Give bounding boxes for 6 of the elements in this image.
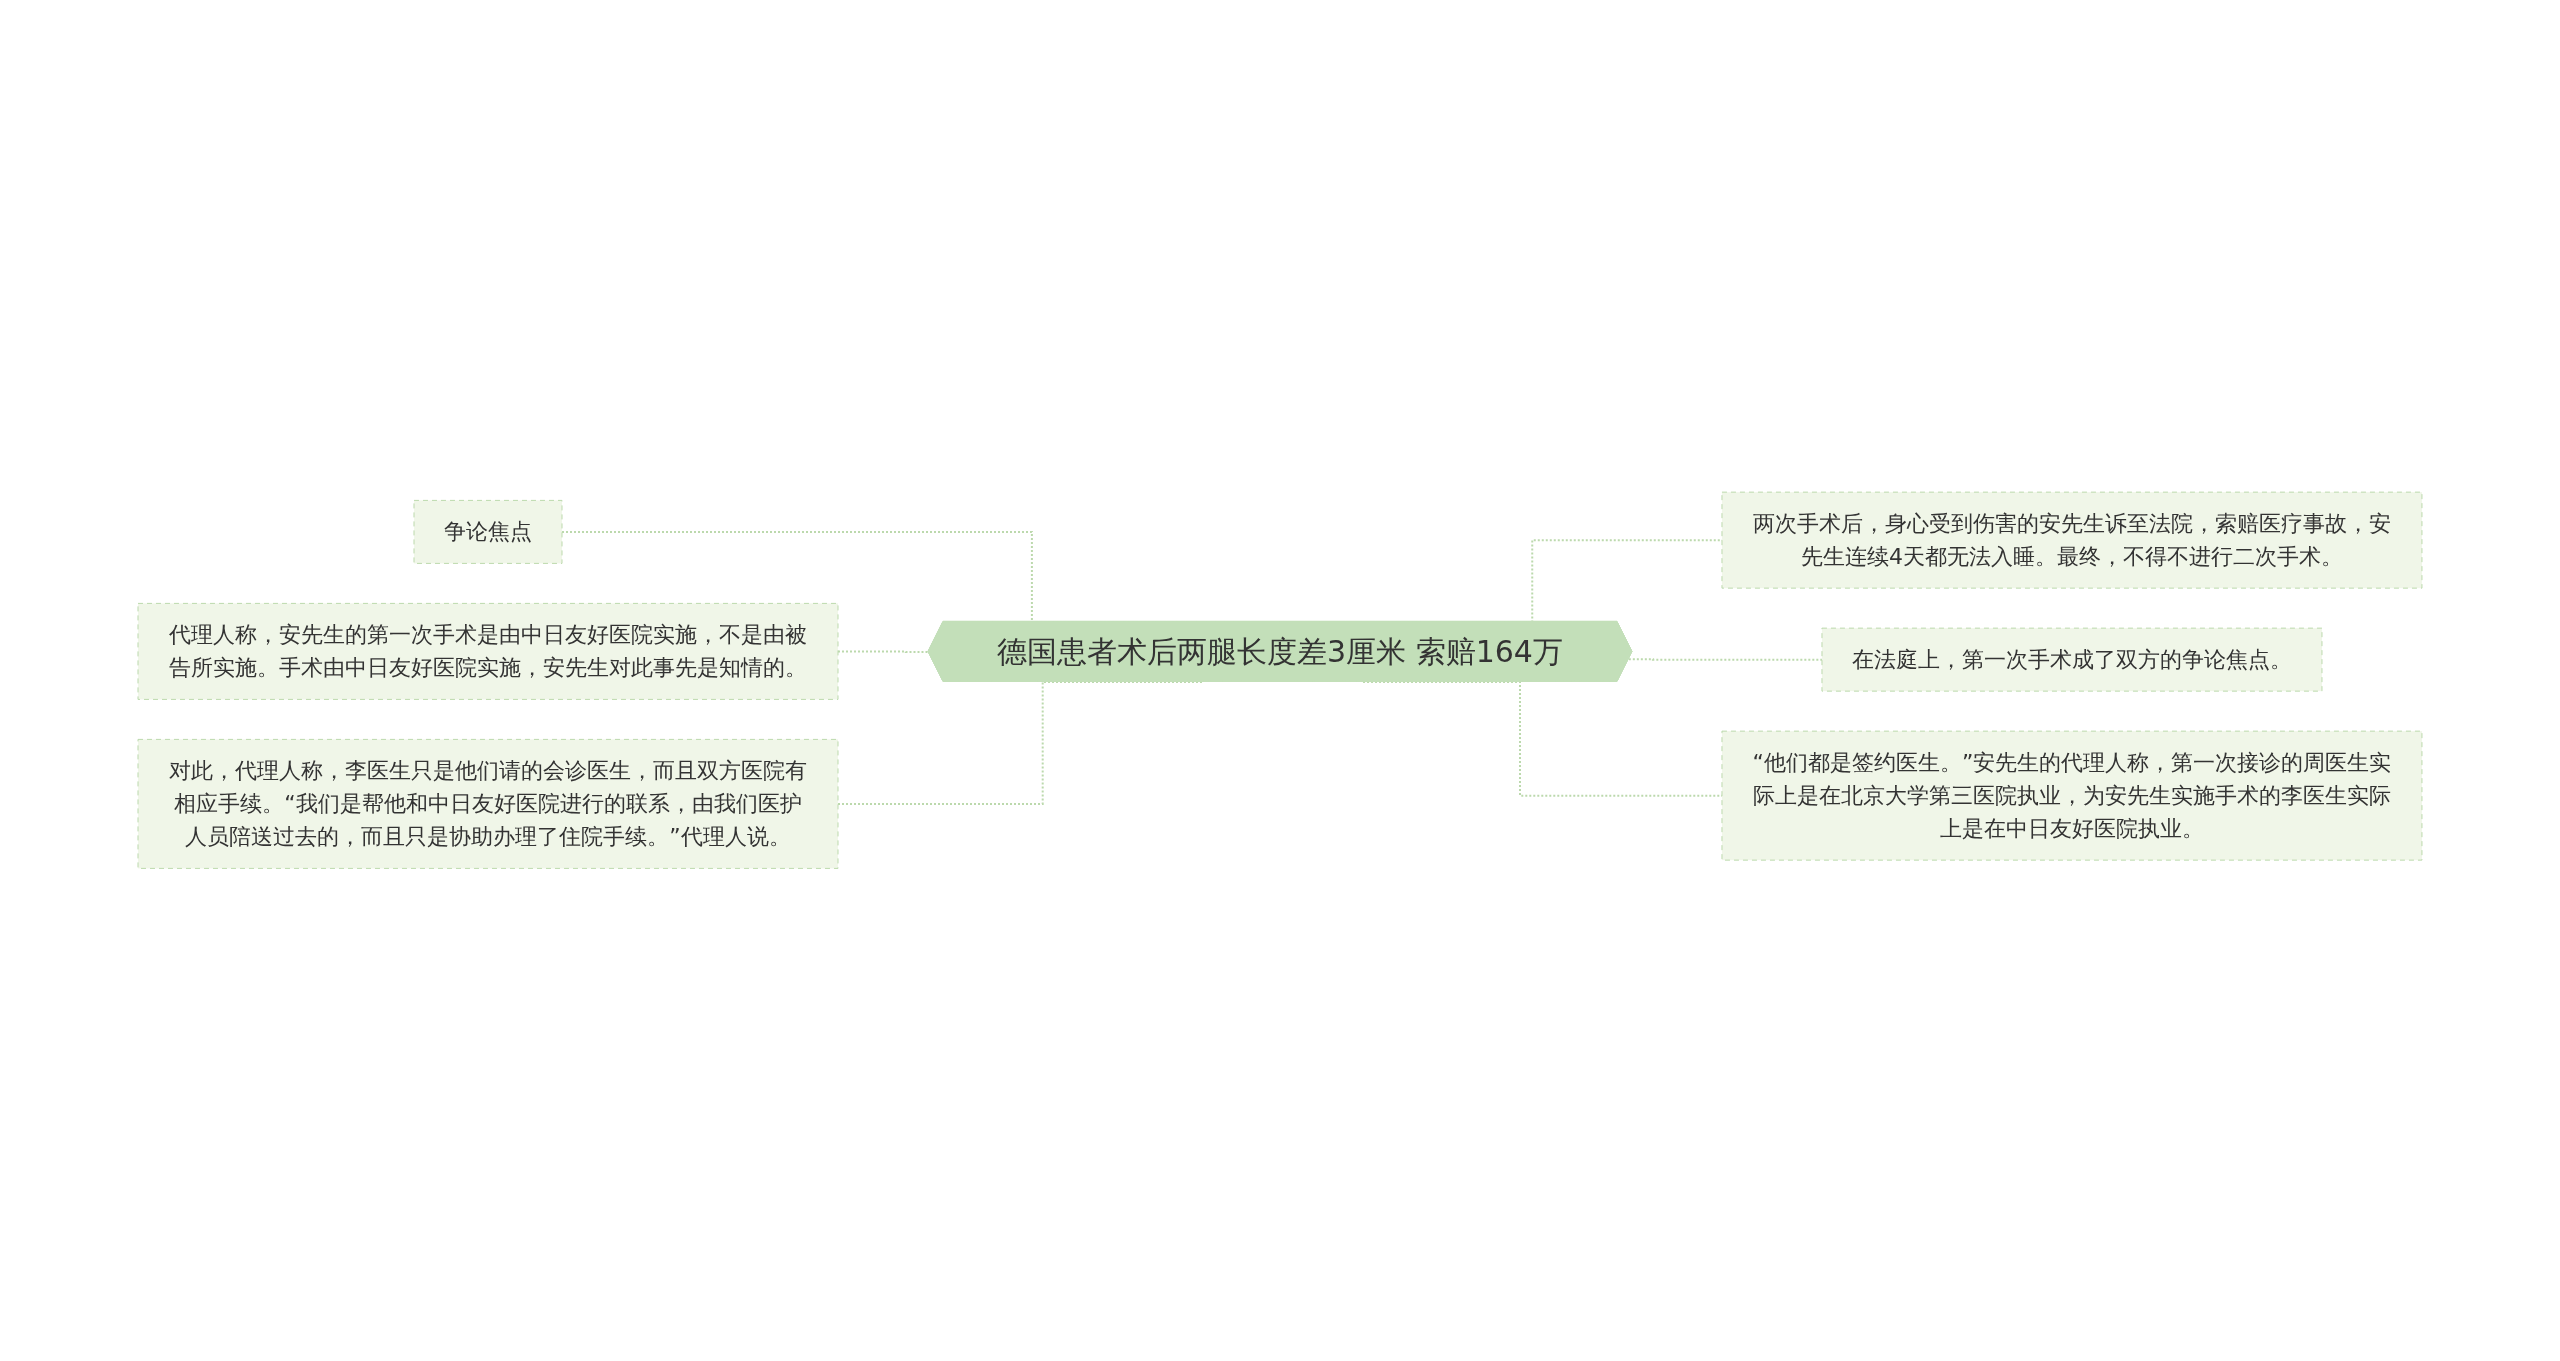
- node-box: 代理人称，安先生的第一次手术是由中日友好医院实施，不是由被告所实施。手术由中日友好医院实施，安先生对此事先是知情的。: [137, 603, 839, 701]
- node-box: 在法庭上，第一次手术成了双方的争论焦点。: [1821, 627, 2323, 692]
- node-box: 争论焦点: [413, 500, 563, 565]
- node-box: 两次手术后，身心受到伤害的安先生诉至法院，索赔医疗事故，安先生连续4天都无法入睡。最终，不得不进行二次手术。: [1721, 491, 2423, 589]
- node-box: “他们都是签约医生。”安先生的代理人称，第一次接诊的周医生实际上是在北京大学第三医院执业，为安先生实施手术的李医生实际上是在中日友好医院执业。: [1721, 730, 2423, 861]
- node-box: 对此，代理人称，李医生只是他们请的会诊医生，而且双方医院有相应手续。“我们是帮他和中日友好医院进行的联系，由我们医护人员陪送过去的，而且只是协助办理了住院手续。”代理人说。: [137, 739, 839, 870]
